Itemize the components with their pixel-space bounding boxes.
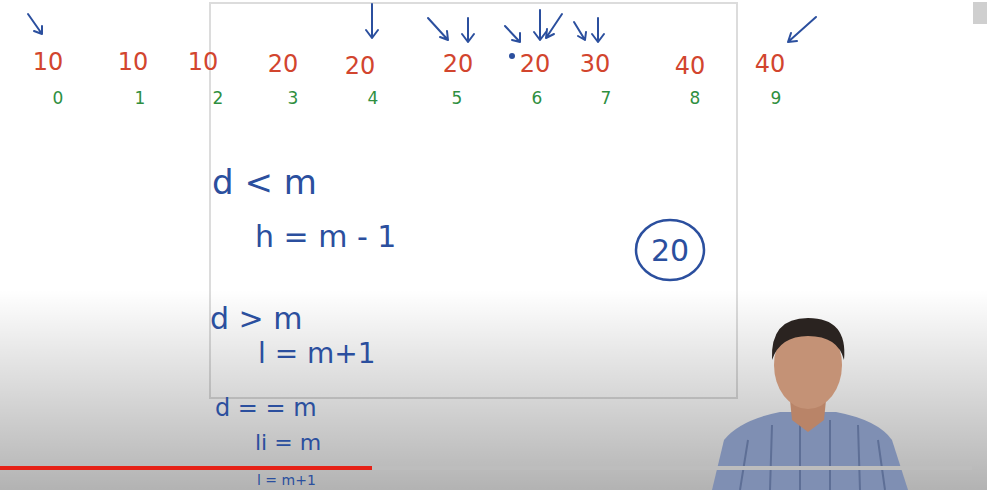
circled-value: 20 xyxy=(634,218,706,282)
pointer-arrow xyxy=(574,22,586,40)
array-value: 20 xyxy=(443,51,474,77)
pointer-arrow xyxy=(534,10,546,40)
index-number: 2 xyxy=(213,89,224,108)
presenter-figure xyxy=(712,318,908,490)
pointer-arrow xyxy=(592,18,604,42)
progress-track xyxy=(0,466,972,470)
pointer-arrow xyxy=(788,17,816,42)
circled-number: 20 xyxy=(651,234,689,267)
pointer-arrow xyxy=(505,26,520,42)
index-number: 5 xyxy=(452,89,463,108)
array-value: 30 xyxy=(580,51,611,77)
rule-note: d = = m xyxy=(215,395,317,421)
rule-note: li = m xyxy=(255,431,321,455)
index-number: 4 xyxy=(368,89,379,108)
rule-note: h = m - 1 xyxy=(255,220,396,253)
rule-note: d > m xyxy=(210,302,302,335)
index-number: 9 xyxy=(771,89,782,108)
index-number: 3 xyxy=(288,89,299,108)
player-shade xyxy=(0,290,987,490)
marker-dot xyxy=(509,53,515,59)
array-value: 10 xyxy=(188,49,219,75)
index-number: 1 xyxy=(135,89,146,108)
pointer-arrow xyxy=(546,14,562,38)
pointer-arrows xyxy=(28,4,816,42)
rule-note: l = m+1 xyxy=(258,339,376,370)
array-value: 40 xyxy=(675,53,706,79)
array-value: 10 xyxy=(33,49,64,75)
progress-bar xyxy=(0,466,372,470)
array-value: 10 xyxy=(118,49,149,75)
array-value: 40 xyxy=(755,51,786,77)
pointer-arrow xyxy=(28,14,42,34)
index-number: 7 xyxy=(601,89,612,108)
pointer-arrow xyxy=(428,18,448,40)
presenter-hair xyxy=(772,318,844,360)
circle-outline xyxy=(636,220,704,280)
pointer-arrow xyxy=(462,18,474,42)
index-number: 8 xyxy=(690,89,701,108)
shirt-stripes xyxy=(740,420,885,490)
index-number: 6 xyxy=(532,89,543,108)
index-number: 0 xyxy=(53,89,64,108)
array-value: 20 xyxy=(268,51,299,77)
array-value: 20 xyxy=(345,53,376,79)
array-value: 20 xyxy=(520,51,551,77)
rule-note: d < m xyxy=(212,164,317,201)
pointer-arrow xyxy=(366,4,378,38)
rule-note: l = m+1 xyxy=(257,473,316,488)
corner-icon xyxy=(973,2,987,24)
